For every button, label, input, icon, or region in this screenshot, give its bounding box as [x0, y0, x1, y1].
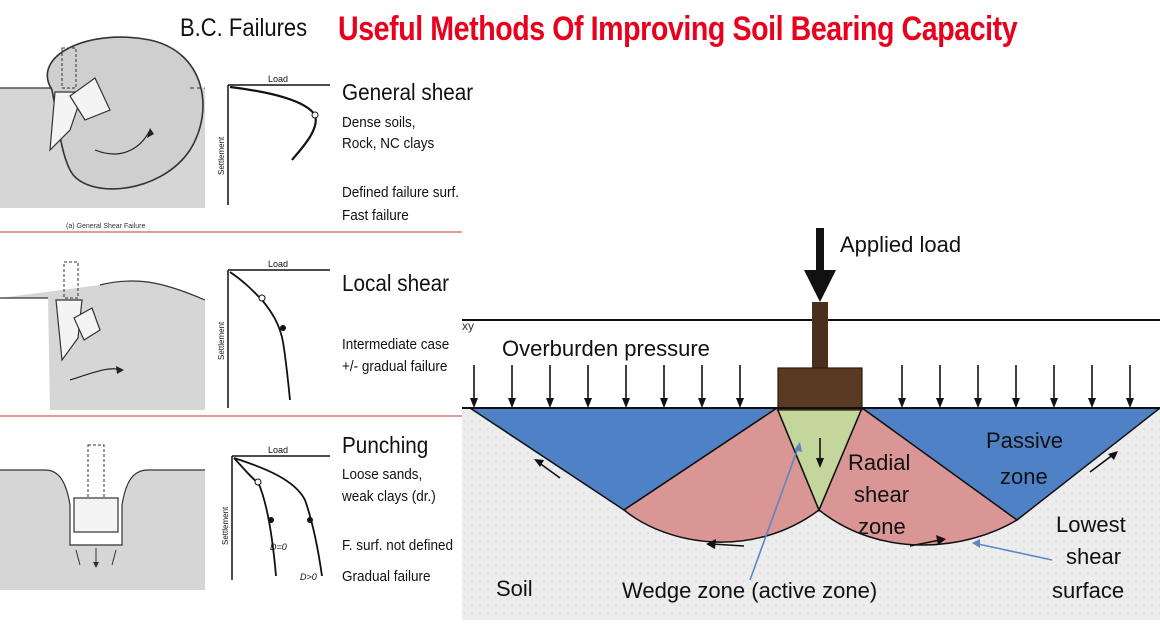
lowest-shear-label-2: shear [1066, 544, 1121, 569]
punching-heading: Punching [342, 432, 429, 458]
punching-sketch [0, 444, 205, 590]
curve-label-d0: D=0 [270, 542, 287, 552]
wedge-zone-label: Wedge zone (active zone) [622, 578, 877, 603]
overburden-label: Overburden pressure [502, 336, 710, 361]
footing-stem [812, 302, 828, 370]
passive-zone-label-1: Passive [986, 428, 1063, 453]
general-shear-load-label: Load [268, 74, 288, 84]
punching-note-1: F. surf. not defined [342, 537, 454, 554]
soil-label: Soil [496, 576, 533, 601]
radial-zone-label-2: shear [854, 482, 909, 507]
bc-failures-panel: Load Settlement (a) General Shear Failur… [0, 0, 473, 620]
local-shear-settlement-label: Settlement [217, 321, 226, 360]
bc-failures-sketches: Load Settlement (a) General Shear Failur… [0, 36, 462, 590]
applied-load-arrow [804, 228, 836, 302]
local-shear-load-chart [227, 269, 330, 408]
passive-zone-label-2: zone [1000, 464, 1048, 489]
radial-zone-label-3: zone [858, 514, 906, 539]
shear-surface-pointer-line [977, 543, 1053, 561]
punching-soils-1: Loose sands, [342, 466, 423, 483]
local-shear-note-1: Intermediate case [342, 336, 450, 353]
svg-text:xy: xy [462, 319, 474, 333]
curve-label-dgt0: D>0 [300, 572, 317, 582]
general-shear-sketch [0, 36, 462, 233]
movement-arrows [534, 438, 1118, 549]
overburden-arrows [470, 365, 1134, 408]
local-shear-sketch [0, 261, 462, 417]
page-title: Useful Methods Of Improving Soil Bearing… [338, 10, 1018, 48]
punching-soils-2: weak clays (dr.) [342, 488, 436, 505]
punching-note-2: Gradual failure [342, 568, 431, 585]
general-shear-load-chart [227, 84, 330, 205]
general-shear-note-1: Defined failure surf. [342, 184, 460, 201]
radial-shear-zone-right [818, 406, 1019, 546]
general-shear-settlement-label: Settlement [217, 136, 226, 175]
punching-load-chart [231, 455, 330, 580]
general-shear-caption: (a) General Shear Failure [66, 223, 145, 230]
lowest-shear-label-3: surface [1052, 578, 1124, 603]
footing-base [777, 367, 863, 411]
general-shear-soils-2: Rock, NC clays [342, 135, 435, 152]
general-shear-heading: General shear [342, 79, 474, 105]
failure-zones-svg: xy [462, 228, 1160, 620]
general-shear-note-2: Fast failure [342, 207, 409, 224]
lowest-shear-label-1: Lowest [1056, 512, 1126, 537]
wedge-pointer-line [749, 447, 799, 581]
radial-zone-label-1: Radial [848, 450, 910, 475]
applied-load-label: Applied load [840, 232, 961, 257]
bc-failures-title: B.C. Failures [180, 14, 308, 42]
local-shear-heading: Local shear [342, 270, 450, 296]
local-shear-load-label: Load [268, 259, 288, 269]
general-shear-soils-1: Dense soils, [342, 114, 416, 131]
punching-load-label: Load [268, 445, 288, 455]
local-shear-note-2: +/- gradual failure [342, 358, 448, 375]
punching-settlement-label: Settlement [221, 506, 230, 545]
bearing-failure-diagram: xy [462, 210, 1160, 620]
